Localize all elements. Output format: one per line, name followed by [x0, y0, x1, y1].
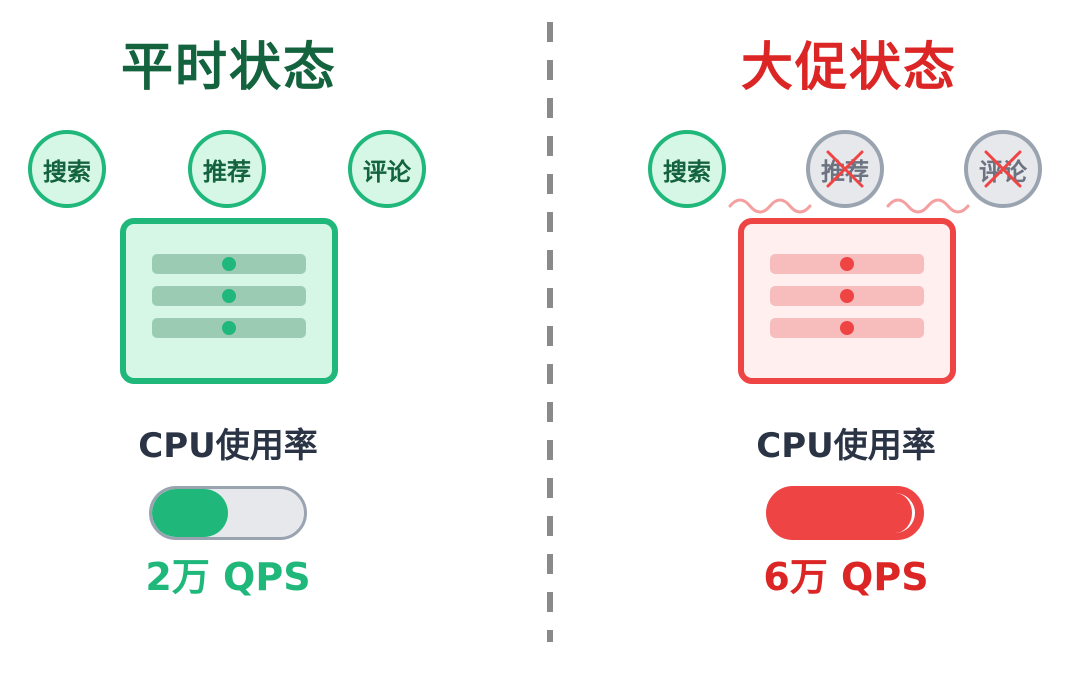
service-comment-degraded: 评论	[964, 130, 1042, 208]
cpu-gauge-gloss	[894, 493, 915, 533]
server-led	[222, 257, 236, 271]
server-led	[222, 289, 236, 303]
service-label: 推荐	[821, 157, 869, 186]
server-rack	[152, 286, 306, 306]
cross-icon	[826, 150, 864, 188]
service-label: 搜索	[43, 157, 91, 186]
server-rack	[152, 318, 306, 338]
server-rack	[152, 254, 306, 274]
server-led	[840, 257, 854, 271]
cpu-gauge-fill	[152, 489, 228, 537]
promotion-state-panel: 大促状态 搜索 推荐 评论 CPU使用率 6万 QPS	[540, 0, 1080, 675]
service-label: 推荐	[203, 157, 251, 186]
server-rack	[770, 254, 924, 274]
qps-normal: 2万 QPS	[145, 555, 311, 599]
promotion-state-title: 大促状态	[740, 38, 957, 98]
service-recommend-normal: 推荐	[188, 130, 266, 208]
service-label: 评论	[363, 157, 411, 186]
cpu-gauge-promotion	[766, 486, 924, 540]
heat-wave-icon	[728, 198, 812, 214]
normal-state-title: 平时状态	[120, 38, 337, 98]
cpu-gauge-normal	[149, 486, 307, 540]
heat-wave-icon	[886, 198, 970, 214]
server-rack	[770, 286, 924, 306]
server-icon-overloaded	[738, 218, 956, 384]
server-led	[840, 289, 854, 303]
service-search-promotion: 搜索	[648, 130, 726, 208]
cpu-usage-label-normal: CPU使用率	[138, 426, 318, 466]
server-rack	[770, 318, 924, 338]
service-label: 评论	[979, 157, 1027, 186]
server-icon-normal	[120, 218, 338, 384]
service-label: 搜索	[663, 157, 711, 186]
qps-promotion: 6万 QPS	[763, 555, 929, 599]
dashed-divider	[547, 22, 553, 642]
cross-icon	[984, 150, 1022, 188]
service-search-normal: 搜索	[28, 130, 106, 208]
cpu-usage-label-promotion: CPU使用率	[756, 426, 936, 466]
service-comment-normal: 评论	[348, 130, 426, 208]
service-recommend-degraded: 推荐	[806, 130, 884, 208]
normal-state-panel: 平时状态 搜索 推荐 评论 CPU使用率 2万 QPS	[28, 38, 426, 599]
server-led	[222, 321, 236, 335]
server-led	[840, 321, 854, 335]
